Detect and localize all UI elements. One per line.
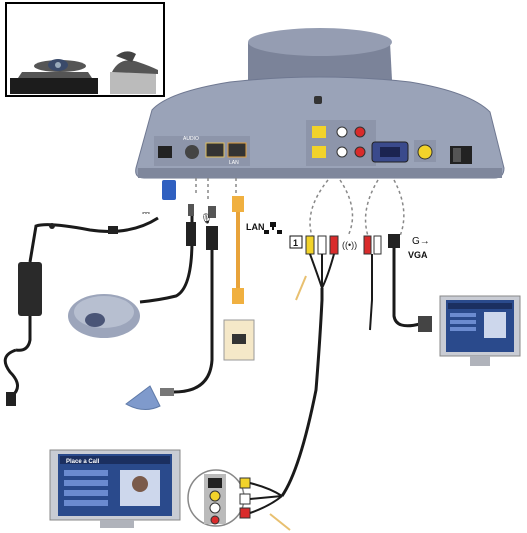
lan-label: LAN xyxy=(246,222,265,232)
conference-speakerphone xyxy=(68,204,196,338)
composite-input-closeup xyxy=(187,469,291,531)
dc-power-icon: ⎓ xyxy=(142,208,150,219)
audio-out-icon: ((•)) xyxy=(342,240,357,250)
lan-network-icon xyxy=(264,222,282,234)
codec-unit-rear-view: AUDIO LAN xyxy=(135,28,505,179)
lan-connection: LAN xyxy=(223,196,282,361)
vga-output-icon: G→ xyxy=(412,236,430,247)
vga-label: VGA xyxy=(408,250,428,260)
monitor-number-label: 1 xyxy=(293,238,298,248)
vga-monitor xyxy=(439,295,521,366)
inset-setup-illustration xyxy=(5,2,165,97)
lan-port-label: LAN xyxy=(229,160,239,166)
vga-cable: G→ VGA xyxy=(363,234,432,332)
power-supply: ⎓ xyxy=(3,180,176,406)
composite-av-cable: 1 ((•)) xyxy=(280,235,357,497)
screen-title: Place a Call xyxy=(66,459,100,465)
dashed-leaders xyxy=(195,178,405,237)
television-monitor: Place a Call xyxy=(49,449,181,528)
audio-port-label: AUDIO xyxy=(183,136,199,142)
microphone-pod: 🎙 xyxy=(125,206,218,410)
microphone-icon: 🎙 xyxy=(200,213,213,225)
